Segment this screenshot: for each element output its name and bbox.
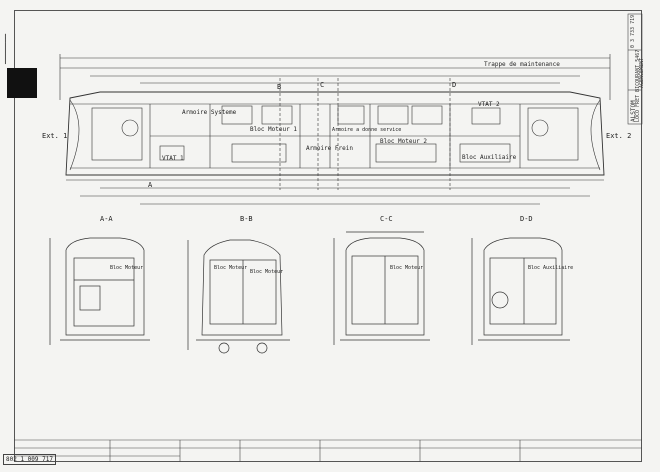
- section-d-inner: Bloc Auxiliaire: [528, 265, 574, 271]
- section-mark-b-top: B: [277, 83, 282, 91]
- cabinet-label-service: Armoire a donne service: [332, 127, 402, 133]
- section-mark-d-top: D: [452, 81, 457, 89]
- section-a-inner: Bloc Moteur: [110, 265, 144, 271]
- section-b-inner-1: Bloc Moteur: [214, 265, 248, 271]
- top-note: Trappe de maintenance: [484, 61, 560, 68]
- end-label-right: Ext. 2: [606, 132, 632, 140]
- section-title-b: B-B: [240, 215, 253, 223]
- vent-label-2: VTAT 2: [478, 101, 500, 108]
- registration-block: [7, 68, 37, 98]
- vent-label-1: VTAT 1: [162, 155, 184, 162]
- section-c-inner: Bloc Moteur: [390, 265, 424, 271]
- section-b-inner-2: Bloc Moteur: [250, 269, 284, 275]
- end-label-left: Ext. 1: [42, 132, 68, 140]
- section-mark-c-top: C: [320, 81, 325, 89]
- cabinet-label-systeme: Armoire Systeme: [182, 109, 237, 116]
- block-label-motor-1: Bloc Moteur 1: [250, 126, 297, 133]
- cabinet-label-frein: Armoire Frein: [306, 145, 353, 152]
- section-mark-a-bottom: A: [148, 181, 153, 189]
- title-block-ref: 0 3 733 719: [630, 14, 636, 48]
- section-title-d: D-D: [520, 215, 533, 223]
- section-title-a: A-A: [100, 215, 113, 223]
- drawing-number: 802 1 009 717: [3, 454, 56, 465]
- drawing-frame: [14, 10, 642, 462]
- title-block-line-2: AGENCEMENT: [639, 57, 645, 88]
- block-label-motor-2: Bloc Moteur 2: [380, 138, 427, 145]
- section-title-c: C-C: [380, 215, 393, 223]
- block-label-aux: Bloc Auxiliaire: [462, 154, 517, 161]
